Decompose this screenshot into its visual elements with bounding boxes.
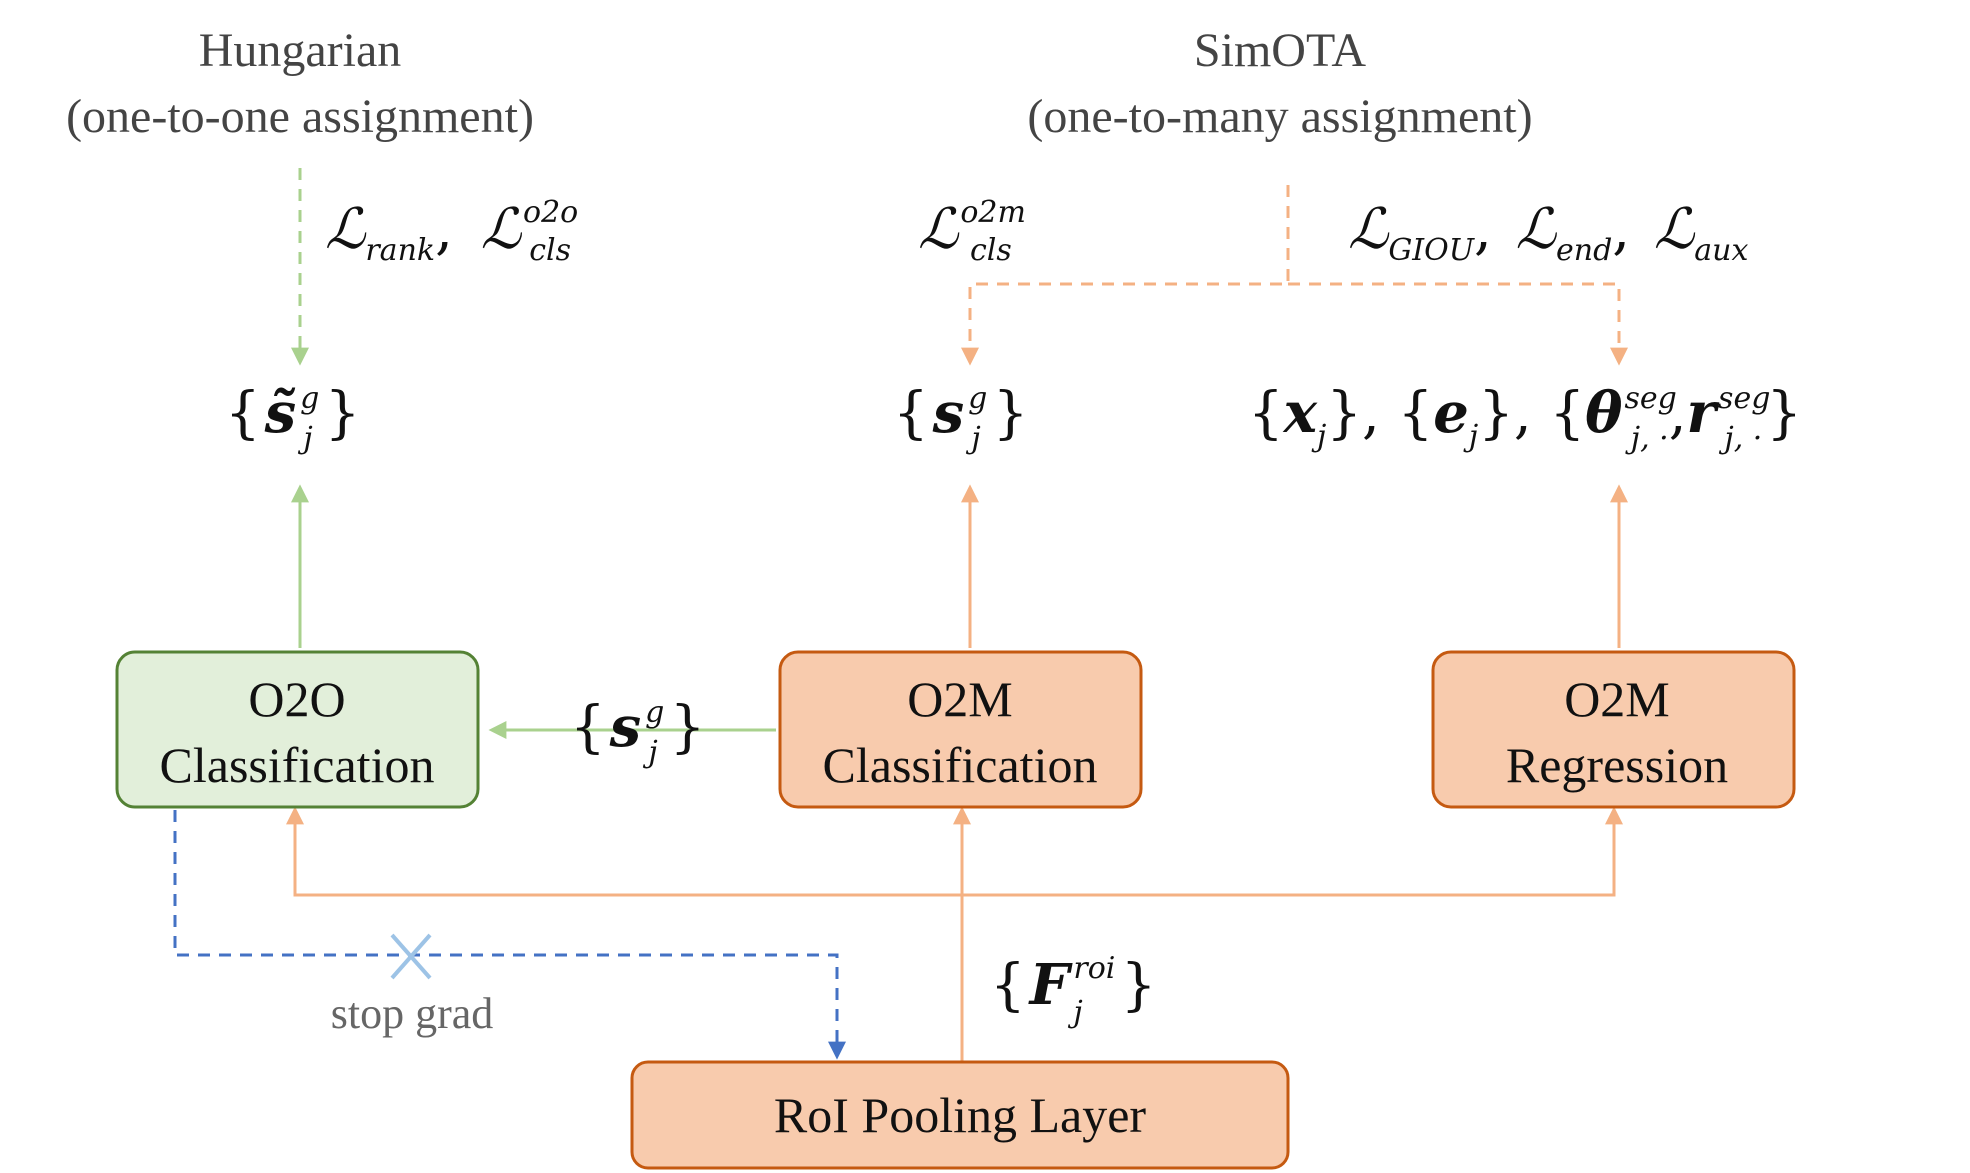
o2o-box-line1: O2O: [248, 671, 345, 727]
o2m-reg-box-line1: O2M: [1564, 671, 1670, 727]
stop-grad-cross-icon: [390, 933, 432, 980]
o2o-classification-box: O2O Classification: [115, 650, 480, 809]
passed-s-symbol: s: [609, 694, 642, 760]
s-tilde-sub: j: [297, 421, 312, 456]
s-sup: g: [968, 381, 987, 416]
loss-cls-o2o-symbol: ℒ: [481, 197, 523, 262]
theta-sub: j, ·: [1625, 421, 1669, 456]
loss-rank-symbol: ℒ: [325, 197, 367, 262]
F-sub: j: [1067, 995, 1082, 1030]
o2m-reg-box-line2: Regression: [1506, 737, 1728, 793]
passed-s-sup: g: [645, 695, 664, 730]
o2m-classification-box: O2M Classification: [778, 650, 1143, 809]
loss-aux-sub: aux: [1694, 233, 1748, 268]
loss-rank-sub: rank: [365, 233, 435, 268]
loss-cls-o2m-sub: cls: [970, 233, 1012, 268]
svg-text:{sgj}: {sgj}: [893, 380, 1028, 456]
svg-text:ℒGIOU, ℒend, ℒaux: ℒGIOU, ℒend, ℒaux: [1348, 197, 1748, 268]
o2m-regression-box: O2M Regression: [1431, 650, 1796, 809]
simota-dashed-split: [961, 185, 1290, 366]
s-tilde-sup: g: [300, 381, 319, 416]
passed-s-sub: j: [642, 735, 657, 770]
loss-cls-o2o-sub: cls: [529, 233, 571, 268]
stop-grad-dashed-arrow: [173, 810, 846, 1060]
theta-sup: seg: [1624, 381, 1676, 416]
s-sub: j: [965, 421, 980, 456]
loss-cls-o2m-symbol: ℒ: [918, 197, 960, 262]
o2m-cls-box-line1: O2M: [907, 671, 1013, 727]
loss-cls-o2m-sup: o2m: [960, 195, 1026, 230]
stop-grad-label: stop grad: [331, 989, 494, 1038]
theta-symbol: θ: [1585, 380, 1623, 446]
feature-split-line: [293, 810, 1616, 897]
s-symbol: s: [932, 380, 965, 446]
hungarian-title: Hungarian: [199, 24, 402, 77]
r-symbol: r: [1687, 380, 1720, 446]
simota-dashed-split-right: [1288, 282, 1628, 366]
hungarian-subtitle: (one-to-one assignment): [66, 90, 534, 143]
F-sup: roi: [1073, 951, 1115, 986]
F-symbol: F: [1028, 952, 1074, 1018]
svg-text:{sgj}: {sgj}: [570, 694, 705, 770]
loss-giou-symbol: ℒ: [1348, 197, 1390, 262]
simota-subtitle: (one-to-many assignment): [1027, 90, 1532, 143]
loss-aux-symbol: ℒ: [1654, 197, 1696, 262]
roi-box-label: RoI Pooling Layer: [774, 1087, 1147, 1143]
loss-cls-o2o-sup: o2o: [523, 195, 578, 230]
x-symbol: x: [1283, 380, 1318, 446]
o2m-cls-box-line2: Classification: [823, 737, 1098, 793]
simota-title: SimOTA: [1194, 24, 1367, 77]
roi-pooling-box: RoI Pooling Layer: [630, 1060, 1290, 1170]
o2o-box-line2: Classification: [160, 737, 435, 793]
s-tilde-symbol: s̃: [264, 380, 297, 446]
loss-giou-sub: GIOU: [1388, 233, 1475, 268]
loss-end-symbol: ℒ: [1516, 197, 1558, 262]
e-symbol: e: [1433, 380, 1469, 446]
loss-end-sub: end: [1556, 233, 1612, 268]
svg-text:{s̃gj}: {s̃gj}: [225, 380, 360, 456]
r-sup: seg: [1718, 381, 1770, 416]
r-sub: j, ·: [1718, 421, 1762, 456]
o2m-reg-losses: ℒGIOU, ℒend, ℒaux: [1348, 197, 1748, 268]
